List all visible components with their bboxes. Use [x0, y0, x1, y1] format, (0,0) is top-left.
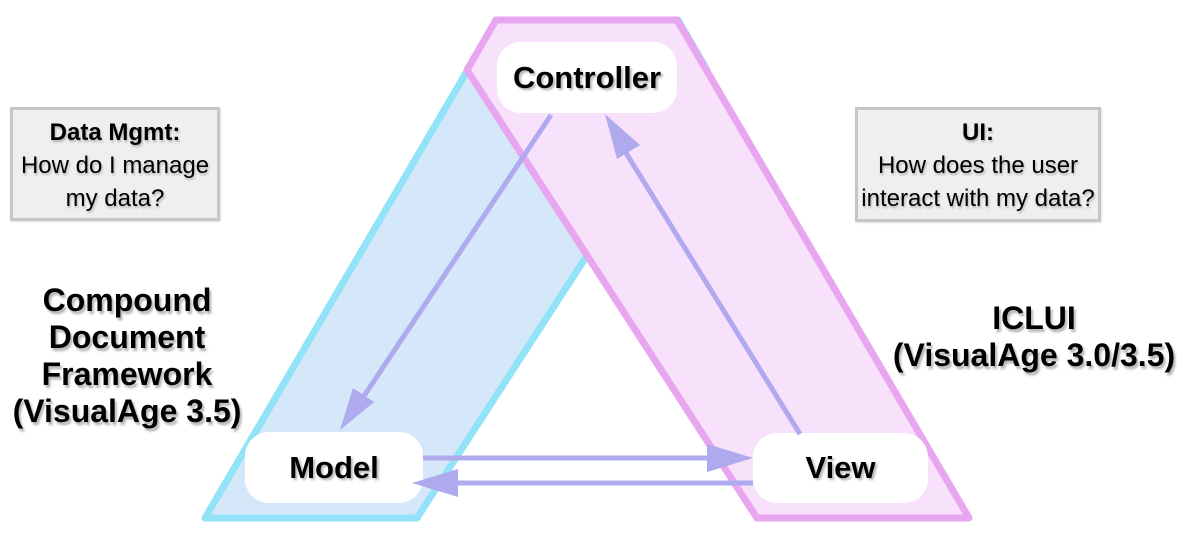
model-to-view-arrowhead: [707, 444, 753, 472]
node-controller: Controller: [512, 59, 662, 95]
data-mgmt-callout-body: How do I manage my data?: [20, 152, 210, 212]
ui-callout-body: How does the user interact with my data?: [861, 152, 1095, 212]
controller-node-box: [497, 42, 677, 113]
view-band: [463, 16, 973, 522]
compound-document-framework-label: Compound Document Framework (VisualAge 3…: [12, 282, 242, 429]
controller-to-model-arrow-line: [359, 113, 554, 401]
node-view: View: [805, 450, 876, 485]
arrows-layer: [340, 113, 803, 497]
data-mgmt-callout-title: Data Mgmt:: [49, 119, 181, 146]
controller-to-model-arrowhead: [340, 388, 374, 430]
ui-callout-title: UI:: [962, 119, 994, 146]
node-model: Model: [289, 449, 379, 485]
view-node-box: [753, 433, 928, 503]
iclui-label: ICLUI (VisualAge 3.0/3.5): [892, 300, 1176, 373]
ui-callout: UI: How does the user interact with my d…: [855, 107, 1101, 222]
view-to-model-arrowhead: [412, 469, 458, 497]
view-to-controller-arrowhead: [605, 114, 640, 159]
view-to-controller-arrow-line: [623, 151, 803, 436]
data-mgmt-callout: Data Mgmt: How do I manage my data?: [10, 107, 220, 221]
model-node-box: [245, 432, 423, 503]
